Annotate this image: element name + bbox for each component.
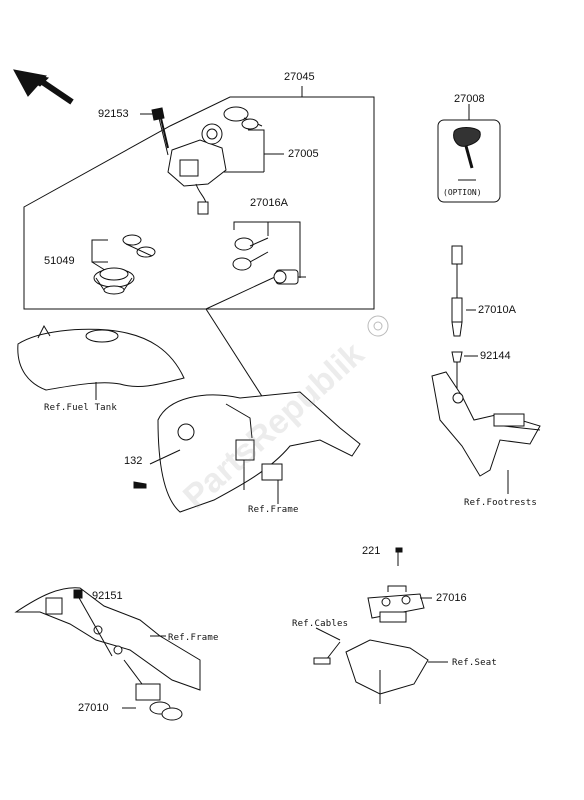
ref-seat: Ref.Seat	[452, 658, 497, 668]
ref-frame-center: Ref.Frame	[248, 505, 299, 515]
seat-lock-27016	[367, 547, 432, 623]
cable-lock	[313, 627, 341, 665]
gear-icon	[367, 315, 389, 337]
key-set-27005	[223, 106, 263, 130]
set-bracket-outline	[23, 96, 302, 310]
frame-center	[133, 391, 361, 513]
harness-27010A	[451, 245, 463, 392]
label-27010A: 27010A	[478, 304, 516, 316]
label-92144: 92144	[480, 350, 511, 362]
label-27016: 27016	[436, 592, 467, 604]
footrest-bracket	[431, 371, 541, 494]
option-label: (OPTION)	[443, 188, 482, 197]
key-set-51049	[122, 234, 156, 258]
label-27045: 27045	[284, 71, 315, 83]
ref-frame-left: Ref.Frame	[168, 633, 219, 643]
ref-fuel-tank: Ref.Fuel Tank	[44, 403, 118, 413]
label-27005: 27005	[288, 148, 319, 160]
key-27008	[453, 127, 481, 181]
label-92151: 92151	[92, 590, 123, 602]
direction-arrow-icon	[13, 69, 74, 105]
label-221: 221	[362, 545, 381, 557]
label-27016A: 27016A	[250, 197, 288, 209]
set-bracket-line	[206, 86, 375, 310]
ignition-switch	[151, 107, 227, 215]
label-132: 132	[124, 455, 143, 467]
label-27008: 27008	[454, 93, 485, 105]
seat-lock-27016A	[232, 237, 306, 285]
fuel-tank	[17, 324, 185, 400]
seat-bracket	[345, 639, 448, 704]
label-51049: 51049	[44, 255, 75, 267]
label-27010: 27010	[78, 702, 109, 714]
ref-footrests: Ref.Footrests	[464, 498, 538, 508]
ref-cables: Ref.Cables	[292, 619, 349, 629]
fuel-cap	[93, 267, 135, 295]
label-92153: 92153	[98, 108, 129, 120]
handlebar-assembly	[14, 587, 201, 721]
